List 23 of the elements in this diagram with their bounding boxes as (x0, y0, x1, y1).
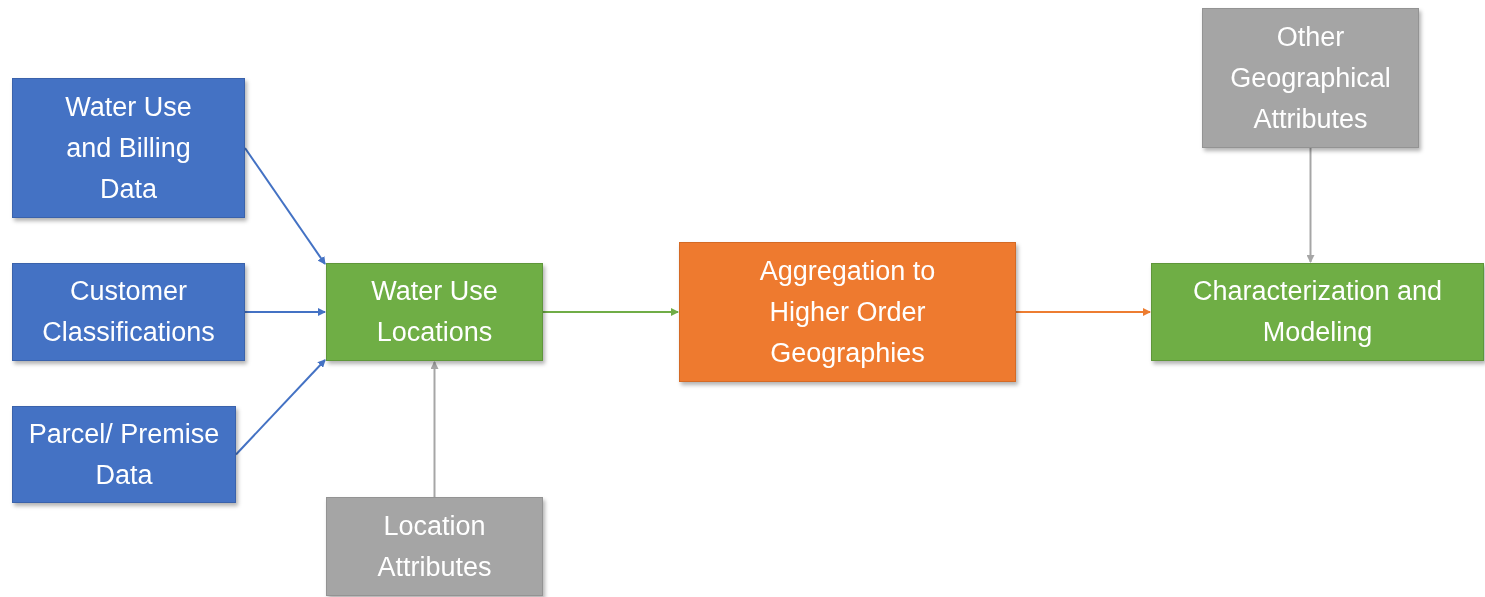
arrow (244, 147, 326, 265)
process-box (12, 78, 245, 218)
process-box (12, 406, 236, 503)
box-label: Customer Classifications (41, 275, 216, 349)
process-box (1151, 263, 1484, 361)
process-box (1202, 8, 1419, 148)
process-box (326, 497, 543, 596)
arrow (430, 361, 439, 498)
process-box (12, 263, 245, 361)
box-label: Water Use and Billing Data (64, 90, 193, 206)
arrow (542, 308, 679, 316)
box-label: Water Use Locations (370, 275, 499, 349)
process-box (326, 263, 543, 361)
box-label: Parcel/ Premise Data (27, 417, 221, 492)
box-label: Aggregation to Higher Order Geographies (758, 254, 937, 370)
process-box (679, 242, 1016, 382)
arrow (244, 308, 326, 316)
box-label: Location Attributes (376, 509, 493, 584)
box-label: Other Geographical Attributes (1229, 20, 1392, 136)
arrow (1306, 147, 1315, 263)
arrow (1015, 308, 1151, 316)
box-label: Characterization and Modeling (1191, 275, 1444, 349)
arrow (235, 359, 326, 456)
